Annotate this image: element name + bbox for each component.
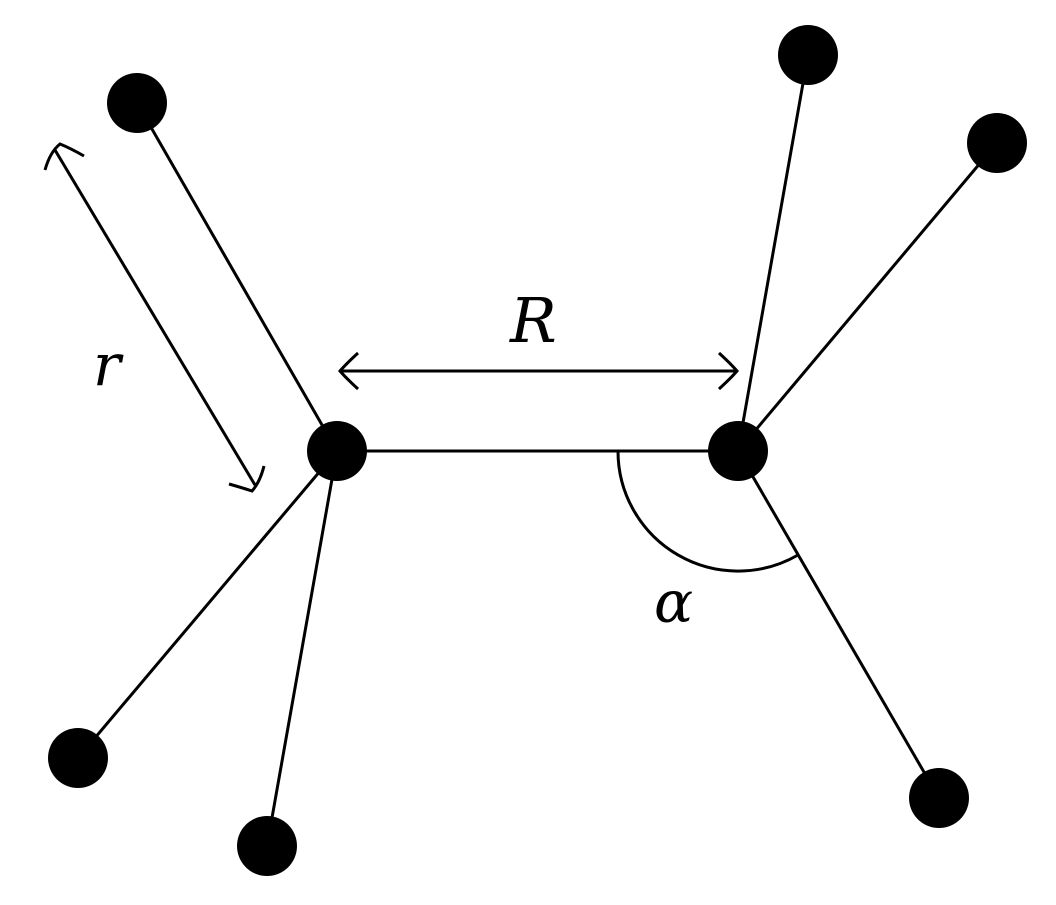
R-arrowhead-right — [717, 351, 739, 391]
angle-alpha-arc — [616, 450, 799, 573]
label-alpha: α — [654, 568, 693, 636]
bond-right-upper — [736, 53, 810, 453]
separation-R-arrow — [338, 351, 739, 391]
bond-left-lower-left — [76, 449, 339, 760]
atom-left-top — [107, 73, 167, 133]
bond-right-lower — [736, 449, 941, 800]
atom-left-bottom-left — [48, 728, 108, 788]
bond-left-lower — [265, 449, 339, 848]
atom-left-bottom — [237, 816, 297, 876]
label-r: r — [93, 331, 124, 399]
bond-left-upper — [135, 101, 339, 453]
r-arrowhead-top — [43, 142, 85, 171]
r-arrowhead-bottom — [228, 465, 266, 493]
label-R: R — [509, 284, 557, 357]
R-arrowhead-left — [338, 351, 360, 391]
atom-right-top-right — [967, 113, 1027, 173]
atom-right-bottom — [909, 768, 969, 828]
bond-length-r-arrow — [43, 142, 266, 493]
atom-right-top — [778, 25, 838, 85]
atom-right-center — [708, 421, 768, 481]
bond-right-upper-right — [736, 141, 999, 453]
atom-left-center — [307, 421, 367, 481]
